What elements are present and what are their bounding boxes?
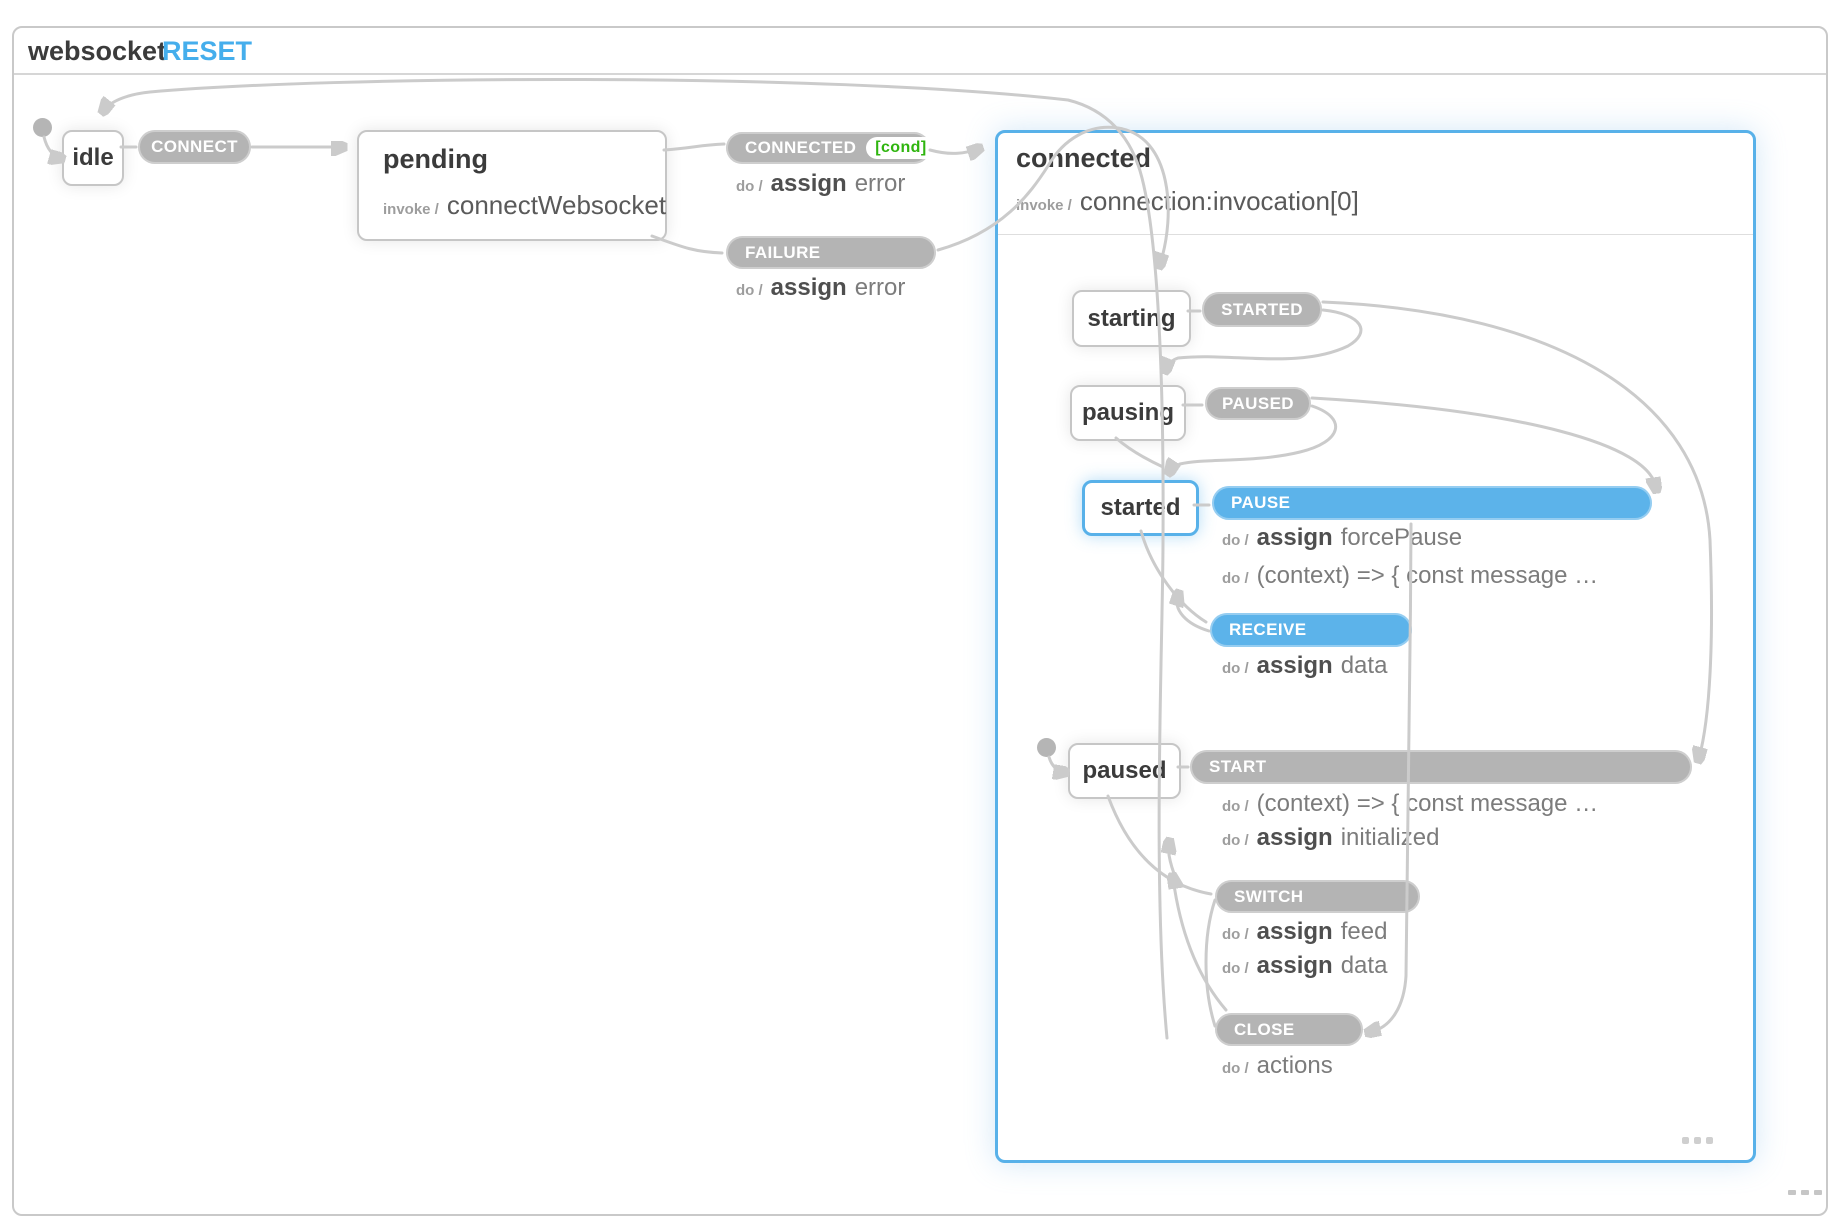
event-started-label: STARTED [1221, 299, 1303, 319]
action-verb: assign [770, 170, 847, 197]
machine-title: websocket [28, 36, 167, 66]
action-prefix: do / [1222, 660, 1249, 677]
event-close-label: CLOSE [1234, 1019, 1295, 1039]
event-paused-label: PAUSED [1222, 393, 1294, 413]
action-prefix: do / [736, 178, 763, 195]
state-pausing[interactable]: pausing [1070, 385, 1186, 441]
machine-header: websocket RESET [14, 28, 1826, 75]
reset-button[interactable]: RESET [162, 36, 253, 66]
action-prefix: do / [1222, 832, 1249, 849]
action-line: do / assign forcePause [1222, 524, 1462, 552]
action-arg: feed [1340, 918, 1388, 945]
action-verb: assign [1256, 652, 1333, 679]
event-receive-label: RECEIVE [1229, 620, 1307, 639]
event-started[interactable]: STARTED [1202, 292, 1322, 327]
event-connected-label: CONNECTED [745, 138, 857, 157]
state-paused[interactable]: paused [1068, 743, 1181, 799]
action-prefix: do / [1222, 960, 1249, 977]
state-connected-title: connected [1016, 143, 1152, 173]
event-failure-label: FAILURE [745, 242, 821, 262]
action-prefix: do / [1222, 798, 1249, 815]
action-line: do / assign initialized [1222, 824, 1439, 852]
action-prefix: do / [1222, 926, 1249, 943]
state-pending-title: pending [383, 144, 488, 174]
state-started-title: started [1100, 494, 1181, 521]
state-pausing-title: pausing [1081, 399, 1174, 426]
action-arg: data [1340, 652, 1388, 679]
action-arg: (context) => { const message … [1256, 562, 1599, 589]
invoke-prefix: invoke / [383, 201, 439, 218]
connected-header-divider [998, 234, 1753, 235]
resize-handle-icon[interactable] [1788, 1190, 1822, 1195]
event-connect[interactable]: CONNECT [138, 130, 251, 164]
action-arg: data [1340, 952, 1388, 979]
invoke-value: connection:invocation[0] [1079, 186, 1359, 216]
event-connect-label: CONNECT [151, 137, 238, 156]
action-line: do / assign error [736, 170, 905, 198]
event-start-label: START [1209, 757, 1267, 776]
state-pending[interactable]: pending invoke / connectWebsocket [357, 130, 667, 241]
action-line: do / (context) => { const message … [1222, 562, 1598, 590]
action-verb: assign [1256, 952, 1333, 979]
initial-state-dot [1037, 738, 1056, 757]
state-starting[interactable]: starting [1072, 290, 1191, 347]
action-arg: initialized [1340, 824, 1440, 851]
action-line: do / assign error [736, 274, 905, 302]
action-prefix: do / [1222, 1060, 1249, 1077]
initial-state-dot [33, 118, 52, 137]
state-starting-title: starting [1087, 304, 1176, 332]
action-arg: error [854, 170, 906, 197]
event-pause[interactable]: PAUSE [1212, 486, 1652, 520]
action-prefix: do / [1222, 532, 1249, 549]
action-prefix: do / [1222, 570, 1249, 587]
connected-invoke: invoke / connection:invocation[0] [1016, 188, 1359, 214]
action-line: do / actions [1222, 1052, 1333, 1080]
action-line: do / (context) => { const message … [1222, 790, 1598, 818]
event-switch-label: SWITCH [1234, 886, 1304, 906]
ellipsis-icon[interactable] [1682, 1137, 1713, 1144]
event-paused[interactable]: PAUSED [1205, 387, 1311, 420]
action-arg: forcePause [1340, 524, 1463, 551]
action-arg: (context) => { const message … [1256, 790, 1599, 817]
guard-cond-badge: [cond] [866, 137, 936, 159]
state-idle-title: idle [72, 144, 114, 171]
event-switch[interactable]: SWITCH [1215, 880, 1420, 913]
action-verb: assign [1256, 524, 1333, 551]
action-arg: error [854, 274, 906, 301]
event-connected[interactable]: CONNECTED [cond] [726, 132, 936, 164]
event-receive[interactable]: RECEIVE [1210, 613, 1412, 647]
invoke-value: connectWebsocket [446, 190, 667, 220]
event-start[interactable]: START [1190, 750, 1692, 784]
state-idle[interactable]: idle [62, 130, 124, 186]
action-line: do / assign data [1222, 952, 1387, 980]
state-started[interactable]: started [1082, 480, 1199, 536]
state-paused-title: paused [1082, 757, 1167, 784]
action-line: do / assign data [1222, 652, 1387, 680]
action-line: do / assign feed [1222, 918, 1387, 946]
event-pause-label: PAUSE [1231, 493, 1291, 512]
action-verb: assign [770, 274, 847, 301]
action-verb: assign [1256, 918, 1333, 945]
event-close[interactable]: CLOSE [1215, 1013, 1363, 1046]
action-arg: actions [1256, 1052, 1333, 1079]
action-prefix: do / [736, 282, 763, 299]
action-verb: assign [1256, 824, 1333, 851]
event-failure[interactable]: FAILURE [726, 236, 936, 269]
pending-invoke: invoke / connectWebsocket [383, 192, 666, 218]
invoke-prefix: invoke / [1016, 197, 1072, 214]
